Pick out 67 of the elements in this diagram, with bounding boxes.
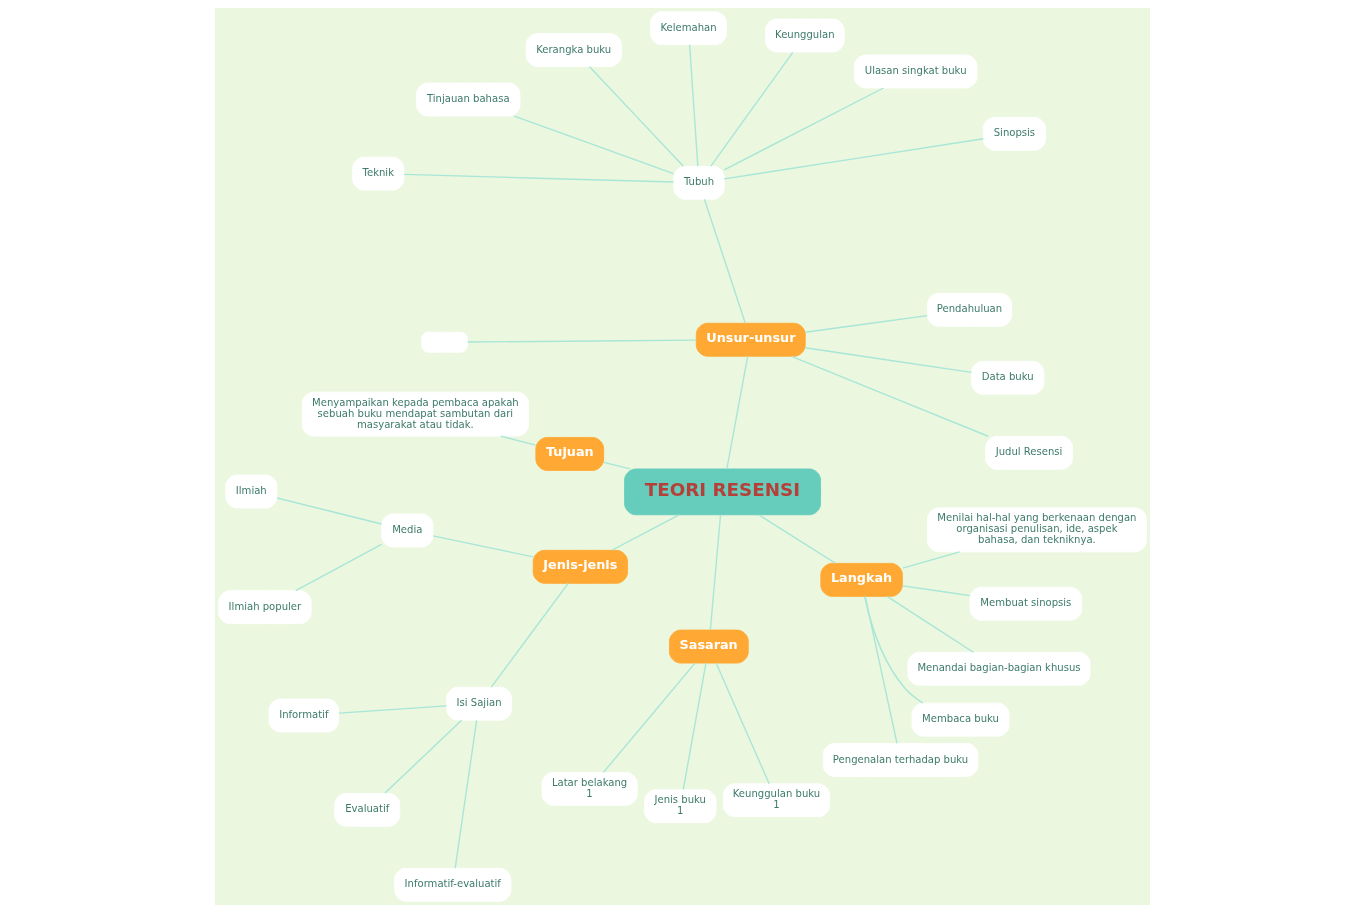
connector <box>602 461 631 470</box>
node-box: Menyampaikan kepada pembaca apakah sebuah buku mendapat sambutan dari masyarakat atau tidak. <box>301 391 529 437</box>
node-box: TEORI RESENSI <box>623 468 821 516</box>
node-box: Keunggulan <box>764 18 845 53</box>
node-box: Keunggulan buku 1 <box>722 783 830 818</box>
connector <box>885 595 974 653</box>
connector <box>688 44 699 167</box>
connector <box>804 347 972 374</box>
connector <box>610 514 680 551</box>
node-box: Jenis buku 1 <box>643 789 716 824</box>
node-box: Data buku <box>970 360 1044 395</box>
node-box: Informatif <box>268 698 339 733</box>
connector <box>790 355 989 437</box>
node-box: Evaluatif <box>333 792 400 827</box>
node-box: Latar belakang 1 <box>541 771 638 806</box>
connector <box>602 662 696 774</box>
node-box: Sasaran <box>668 629 749 664</box>
connector <box>901 585 971 597</box>
connector <box>682 662 707 791</box>
node-box: Isi Sajian <box>445 686 512 721</box>
connector <box>709 51 793 167</box>
connector <box>725 355 748 470</box>
node-box: Menandai bagian-bagian khusus <box>906 651 1091 686</box>
node-box: Unsur-unsur <box>695 322 806 357</box>
node-box: Ilmiah populer <box>217 590 312 625</box>
connector <box>723 87 884 171</box>
node-box: Ilmiah <box>224 474 277 509</box>
node-box: Tinjauan bahasa <box>415 82 520 117</box>
node-box: Langkah <box>819 562 903 597</box>
connector <box>490 582 569 688</box>
connector <box>431 535 534 558</box>
node-box: Membaca buku <box>911 702 1009 737</box>
connector <box>275 497 382 525</box>
connector <box>588 66 684 167</box>
node-box: Teknik <box>351 156 404 191</box>
node-box: Jenis-jenis <box>532 549 628 584</box>
node-box: Pendahuluan <box>926 292 1012 327</box>
connector <box>757 514 836 564</box>
connector <box>466 339 697 343</box>
node-box <box>420 331 468 353</box>
node-box: Menilai hal-hal yang berkenaan dengan organisasi penulisan, ide, aspek bahasa, dan tekniknya. <box>926 507 1147 553</box>
connector <box>709 514 721 631</box>
node-box: Tubuh <box>672 165 725 200</box>
node-box: Kelemahan <box>649 11 727 46</box>
node-box: Tujuan <box>534 437 604 471</box>
connector <box>715 662 770 785</box>
connector <box>294 543 382 592</box>
connector <box>901 551 960 569</box>
connector <box>513 115 674 175</box>
connector <box>863 596 924 704</box>
node-box: Ulasan singkat buku <box>853 54 977 89</box>
node-box: Sinopsis <box>982 116 1046 151</box>
connector <box>402 173 674 183</box>
connector <box>804 314 928 333</box>
connector <box>723 138 984 180</box>
connector <box>864 595 898 745</box>
connector <box>454 719 477 869</box>
node-box: Judul Resensi <box>984 435 1073 470</box>
node-box: Media <box>380 513 433 548</box>
connector <box>703 198 746 324</box>
node-box: Pengenalan terhadap buku <box>822 743 978 777</box>
connector <box>499 435 536 446</box>
connector <box>337 705 447 714</box>
node-box: Membuat sinopsis <box>969 586 1082 621</box>
connector <box>383 719 462 794</box>
node-box: Kerangka buku <box>525 33 622 67</box>
node-box: Informatif-evaluatif <box>393 867 511 902</box>
